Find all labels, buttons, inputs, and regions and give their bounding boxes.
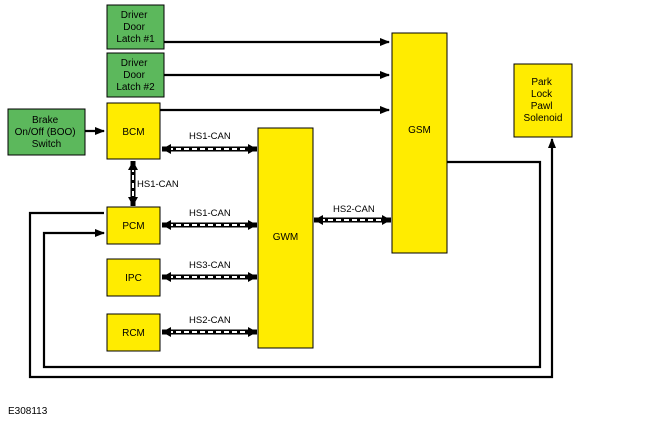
can-link-bcm-pcm [128, 161, 138, 206]
latch1-label: Driver Door Latch #1 [116, 10, 155, 45]
wire-pcm-solenoid [28, 138, 556, 379]
bus-label-gwm-gsm: HS2-CAN [333, 204, 375, 215]
park-box [513, 63, 573, 138]
can-link-pcm-gwm [162, 220, 257, 230]
latch1-box [106, 4, 165, 50]
bus-label-bcm-gwm: HS1-CAN [189, 131, 231, 142]
pcm-box [106, 206, 161, 245]
gsm-label: GSM [408, 125, 431, 136]
rcm-label: RCM [122, 328, 145, 339]
bus-label-pcm-gwm: HS1-CAN [189, 208, 231, 219]
latch2-box [106, 52, 165, 98]
ipc-label: IPC [125, 273, 142, 284]
bcm-box [106, 102, 161, 160]
gwm-box [257, 127, 314, 349]
can-link-bcm-gwm [162, 144, 257, 154]
bcm-label: BCM [122, 127, 144, 138]
bus-label-ipc-gwm: HS3-CAN [189, 260, 231, 271]
gsm-box [391, 32, 448, 254]
ipc-box [106, 258, 161, 297]
can-link-ipc-gwm [162, 272, 257, 282]
pcm-label: PCM [122, 221, 144, 232]
park-label: Park Lock Pawl Solenoid [524, 77, 563, 124]
can-link-gwm-gsm [314, 215, 391, 225]
gwm-label: GWM [273, 232, 299, 243]
bus-label-rcm-gwm: HS2-CAN [189, 315, 231, 326]
wire-gsm-solenoid [42, 160, 542, 369]
boo-box [7, 108, 86, 156]
figure-id: E308113 [8, 406, 48, 417]
rcm-box [106, 313, 161, 352]
can-link-rcm-gwm [162, 327, 257, 337]
boo-label: Brake On/Off (BOO) Switch [15, 115, 79, 150]
bus-label-bcm-pcm: HS1-CAN [137, 179, 179, 190]
latch2-label: Driver Door Latch #2 [116, 58, 155, 93]
